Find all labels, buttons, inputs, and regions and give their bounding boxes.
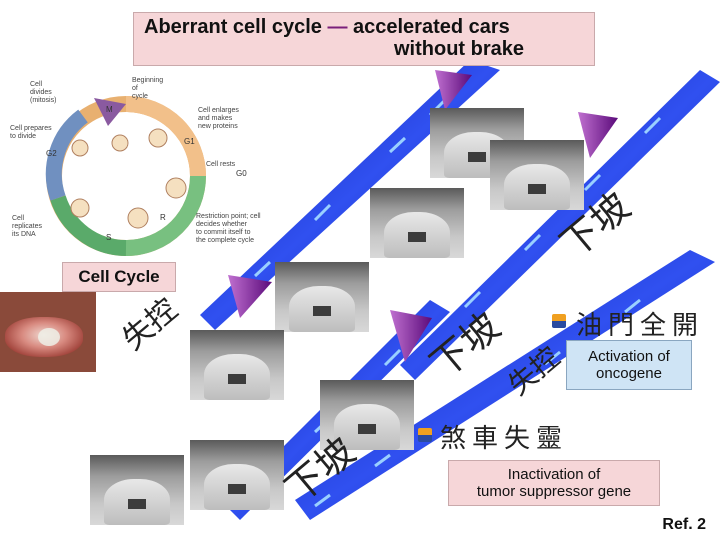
title-line-2: without brake <box>394 38 525 60</box>
title-box: Aberrant cell cycle — accelerated cars w… <box>133 12 595 66</box>
note-restriction-2: decides whether <box>196 221 248 228</box>
car-photo-6 <box>320 380 414 450</box>
arrow-4 <box>390 310 432 362</box>
bullet-icon-accelerate <box>552 314 566 328</box>
note-beginning-3: cycle <box>132 93 148 100</box>
phase-m: M <box>106 105 113 114</box>
cell-cycle-diagram: M G1 G2 G0 S R Cell divides (mitosis) Be… <box>10 77 261 256</box>
note-beginning-2: of <box>132 85 138 92</box>
cell-cycle-label: Cell Cycle <box>62 262 176 292</box>
title-line-1: Aberrant cell cycle — accelerated cars <box>144 16 510 38</box>
note-divides-2: divides <box>30 89 52 96</box>
road-upper-right <box>400 70 720 380</box>
lesion-photo <box>0 292 96 372</box>
note-divides-1: Cell <box>30 81 43 88</box>
car-photo-1 <box>370 188 464 258</box>
note-rests: Cell rests <box>206 161 236 168</box>
note-divides-3: (mitosis) <box>30 97 56 104</box>
note-restriction-3: to commit itself to <box>196 229 251 236</box>
note-replicates-2: replicates <box>12 223 42 230</box>
arrow-3 <box>228 275 272 318</box>
phrase-accelerate: 油門全開 <box>576 311 705 341</box>
reference-label: Ref. 2 <box>662 516 706 533</box>
note-prepares-2: to divide <box>10 133 36 140</box>
note-replicates-1: Cell <box>12 215 25 222</box>
note-replicates-3: its DNA <box>12 231 36 238</box>
phase-r: R <box>160 213 166 222</box>
car-photo-8 <box>190 440 284 510</box>
note-prepares-1: Cell prepares <box>10 125 52 132</box>
phrase-brake-fail: 煞車失靈 <box>440 424 569 454</box>
car-photo-3 <box>490 140 584 210</box>
phase-g2: G2 <box>46 149 57 158</box>
phase-g0: G0 <box>236 169 247 178</box>
note-enlarges-2: and makes <box>198 115 233 122</box>
note-restriction-4: the complete cycle <box>196 237 254 244</box>
note-enlarges-1: Cell enlarges <box>198 107 239 114</box>
note-enlarges-3: new proteins <box>198 123 238 130</box>
phase-g1: G1 <box>184 137 195 146</box>
road-lower <box>295 250 715 520</box>
car-photo-4 <box>275 262 369 332</box>
arrow-1 <box>435 70 472 110</box>
phase-s: S <box>106 233 111 242</box>
note-restriction-1: Restriction point; cell <box>196 213 261 220</box>
car-photo-7 <box>90 455 184 525</box>
arrow-2 <box>578 112 618 158</box>
bullet-icon-brake-fail <box>418 428 432 442</box>
note-beginning-1: Beginning <box>132 77 163 84</box>
car-photo-5 <box>190 330 284 400</box>
